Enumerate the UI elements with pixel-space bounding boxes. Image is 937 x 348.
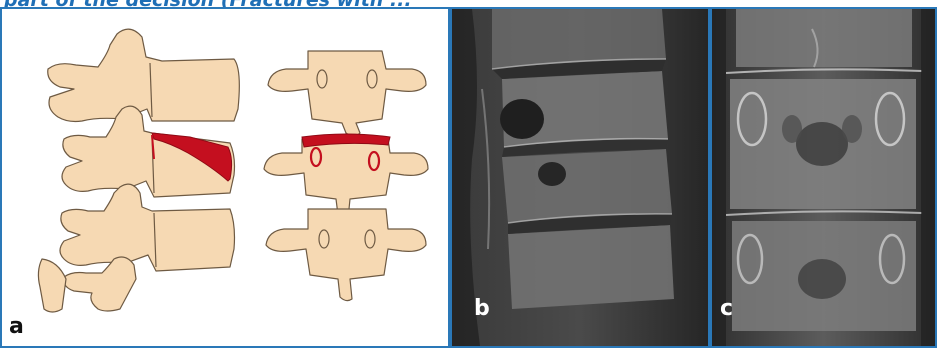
radiograph-ap <box>712 9 935 346</box>
panel-c-radiograph: c <box>710 7 937 348</box>
ap-vertebra-upper <box>268 51 426 136</box>
spine-illustration <box>2 9 448 346</box>
panel-label-b: b <box>474 298 490 320</box>
panel-a-illustration: a <box>0 7 450 348</box>
lateral-vertebra-upper <box>48 29 240 121</box>
ap-vertebra-lower <box>266 209 426 301</box>
ap-vertebra-middle <box>264 139 428 220</box>
panel-b-radiograph: b <box>450 7 710 348</box>
panel-label-c: c <box>720 298 733 320</box>
panel-label-a: a <box>9 316 24 338</box>
lateral-vertebra-lower <box>60 184 235 271</box>
radiograph-lateral <box>452 9 708 346</box>
